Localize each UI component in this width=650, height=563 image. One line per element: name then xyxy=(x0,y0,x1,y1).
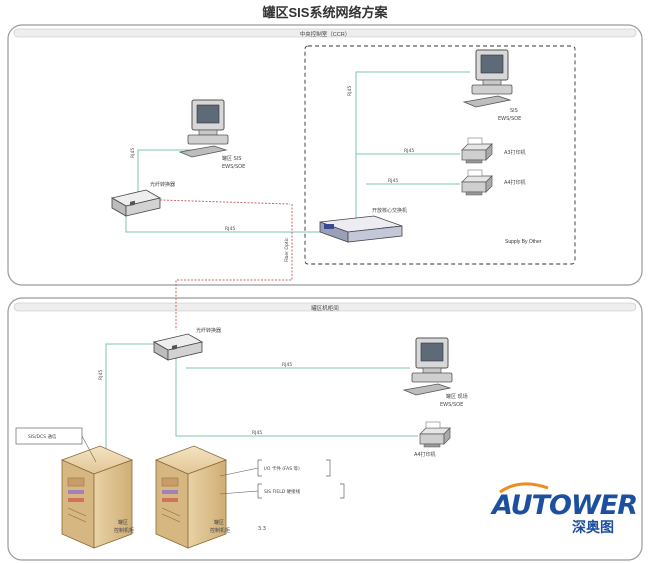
rj45-label: RJ45 xyxy=(98,370,104,380)
sis-station-label-1: SIS xyxy=(510,108,518,114)
link-ccr-station-to-converter xyxy=(137,149,198,192)
a3-printer-label: A3打印机 xyxy=(504,149,526,156)
rj45-label: RJ45 xyxy=(130,148,136,158)
field-fiber-converter-icon xyxy=(153,333,203,361)
cabinet-2-label-2: 控制机柜 xyxy=(210,527,230,534)
field-a4-printer-icon xyxy=(419,421,451,448)
rj45-label: RJ45 xyxy=(225,226,235,232)
field-station-label-1: 罐区 现场 xyxy=(446,393,468,400)
rj45-label: RJ45 xyxy=(252,430,262,436)
ccr-section-header xyxy=(13,28,637,38)
cabinet-2-note: 3.3 xyxy=(258,526,266,532)
ccr-station-computer-icon xyxy=(179,99,229,158)
cabinet-2-callout-bracket xyxy=(257,459,262,477)
autower-logo-brand: AUTOWER xyxy=(490,490,637,521)
link-converter-to-core-switch xyxy=(125,210,322,233)
diagram-title: 罐区SIS系统网络方案 xyxy=(262,5,389,20)
ccr-station-label-2: EWS/SOE xyxy=(222,164,245,170)
cabinet-2-callout-bracket xyxy=(257,483,262,499)
field-station-label-2: EWS/SOE xyxy=(440,402,463,408)
fiber-ccr-converter-to-panel xyxy=(159,199,291,205)
link-field-converter-to-cabinet xyxy=(105,343,160,468)
cabinet-2-callout-text-2: SIS FIELD 硬接线 xyxy=(264,488,301,495)
sis-station-computer-icon xyxy=(463,49,513,108)
field-section-title: 罐区机柜间 xyxy=(311,304,339,312)
field-fiber-converter-label: 光纤转换器 xyxy=(196,327,221,334)
cabinet-1-label-1: 罐区 xyxy=(118,519,128,526)
a4-printer-icon xyxy=(461,169,493,196)
field-section-frame xyxy=(7,297,643,561)
cabinet-2-callout-leader xyxy=(219,467,259,477)
autower-logo-chinese: 深奥图 xyxy=(572,519,614,536)
field-a4-printer-label: A4打印机 xyxy=(414,451,436,458)
core-switch-icon xyxy=(319,215,403,243)
cabinet-2-callout-text-1: I/O 卡件 (FAS 等) xyxy=(264,465,300,472)
ccr-section-frame xyxy=(7,24,643,286)
link-field-converter-to-printer xyxy=(175,356,418,437)
supply-by-other-boundary xyxy=(304,45,576,265)
autower-logo: AUTOWER 深奥图 xyxy=(490,482,638,536)
cabinet-2-callout-leader xyxy=(219,490,259,495)
supply-by-other-label: Supply By Other xyxy=(505,239,542,245)
cabinet-1-label-2: 控制机柜 xyxy=(114,527,134,534)
rj45-label: RJ45 xyxy=(404,148,414,154)
a4-printer-label: A4打印机 xyxy=(504,179,526,186)
ccr-fiber-converter-icon xyxy=(111,189,161,217)
cabinet-1-callout-text: SIS/DCS 通信 xyxy=(28,433,57,440)
cabinet-2-label-1: 罐区 xyxy=(214,519,224,526)
field-station-computer-icon xyxy=(403,337,453,396)
sis-station-label-2: EWS/SOE xyxy=(498,116,521,122)
ccr-station-label-1: 罐区 SIS xyxy=(222,155,241,162)
rj45-label: RJ45 xyxy=(388,178,398,184)
fiber-optic-label: Fiber Optic xyxy=(284,237,290,262)
link-core-to-sis-station xyxy=(355,71,470,222)
ccr-section-title: 中央控制室（CCR） xyxy=(300,30,350,38)
rj45-label: RJ45 xyxy=(347,86,353,96)
cabinet-2-callout-bracket xyxy=(340,483,345,499)
a3-printer-icon xyxy=(461,137,493,164)
logo-swoosh-icon xyxy=(499,482,549,494)
rj45-label: RJ45 xyxy=(282,362,292,368)
cabinet-1-callout-leader xyxy=(81,435,97,463)
core-switch-label: 开放核心交换机 xyxy=(372,207,407,214)
field-section-header xyxy=(13,302,637,312)
ccr-fiber-converter-label: 光纤转换器 xyxy=(150,181,175,188)
cabinet-2-callout-bracket xyxy=(326,459,331,477)
fiber-trunk xyxy=(175,204,293,330)
